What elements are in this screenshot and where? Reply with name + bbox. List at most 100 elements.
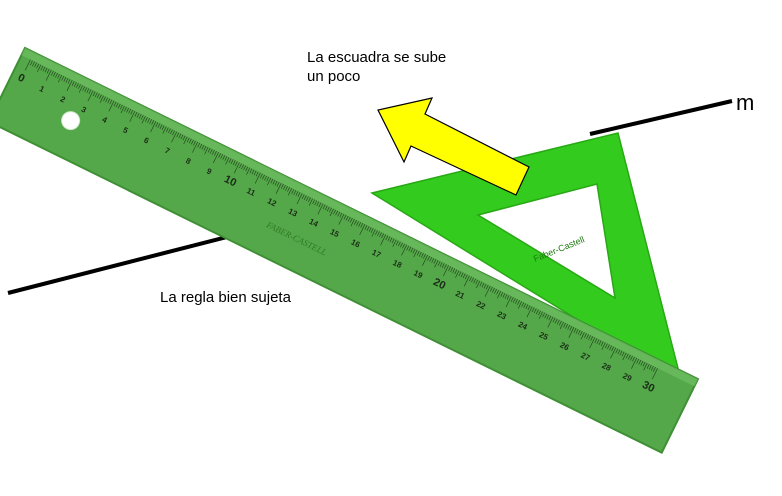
ruler-tick [653,367,656,372]
ruler-tick [527,305,531,311]
ruler-tick [621,351,625,357]
ruler-tick [67,79,71,84]
ruler-tick [636,358,640,364]
ruler-tick [138,113,142,119]
ruler-numbers: 0123456789101112131415161718192021222324… [16,72,657,395]
ruler-number: 12 [266,196,278,208]
ruler-tick [568,326,575,338]
ruler-tick [387,236,391,242]
ruler-tick [55,72,58,78]
ruler-tick [61,75,65,81]
ruler-tick [99,95,104,103]
ruler-tick [600,341,604,347]
ruler-tick [643,362,648,371]
ruler-number: 9 [205,166,213,176]
ruler-tick [283,184,286,190]
ruler-tick [92,91,96,97]
ruler-tick [481,282,485,288]
ruler-tick [638,359,642,365]
ruler-tick [34,62,37,68]
ruler-tick [188,138,192,144]
ruler-tick [272,179,276,185]
ruler-tick [632,356,635,362]
ruler-tick [178,133,182,139]
ruler-tick [168,128,171,134]
ruler-tick [86,88,90,94]
ruler-tick [406,245,410,251]
ruler-tick [120,105,125,114]
ruler-tick [267,177,272,186]
ruler-caption: La regla bien sujeta [160,289,291,306]
ruler-tick [349,217,353,223]
ruler-tick [176,132,180,138]
ruler-tick [473,278,477,284]
ruler-tick [220,154,224,159]
ruler-tick [134,111,138,117]
ruler-tick [401,244,408,256]
ruler-tick [418,251,422,257]
ruler-tick [78,85,83,93]
ruler-tick [44,67,48,73]
ruler-tick [322,204,326,210]
ruler-tick [589,337,596,349]
ruler-tick [517,300,520,305]
ruler-tick [243,165,247,171]
ruler-tick [159,124,163,130]
ruler-tick [471,277,474,283]
ruler-tick [567,324,571,330]
ruler-hole [61,111,81,131]
ruler-tick [484,285,491,297]
ruler-tick [314,200,318,206]
ruler-tick [207,147,211,153]
ruler-tick [87,90,94,102]
ruler-tick [469,276,472,282]
ruler-tick [563,322,566,328]
ruler-tick [607,344,610,350]
ruler-number: 5 [121,125,129,135]
ruler-tick [517,301,523,309]
arrow-annotation-line-2: un poco [307,68,361,85]
ruler-tick [350,218,355,227]
ruler-tick [230,159,234,164]
ruler-number: 28 [600,361,612,373]
ruler-tick [544,313,548,319]
ruler-tick [157,123,161,128]
ruler-tick [170,129,173,135]
ruler-tick [211,149,215,155]
ruler-tick [191,139,194,145]
ruler-tick [496,289,500,295]
ruler-number: 21 [454,289,466,301]
ruler-tick [333,209,336,215]
ruler-tick [295,191,299,196]
ruler-tick [579,331,583,336]
ruler-tick [145,117,148,122]
ruler-tick [594,338,598,343]
ruler-tick [287,187,290,192]
ruler-tick [617,349,621,355]
ruler-tick [535,309,539,315]
ruler-tick [50,70,54,76]
ruler-tick [546,314,550,320]
ruler-number: 17 [370,248,382,260]
ruler-tick [434,260,439,268]
ruler-tick [171,131,178,143]
set-square-brand: Faber-Castell [532,234,586,264]
ruler-tick [640,360,644,366]
ruler-tick [155,122,159,127]
ruler-tick [356,220,359,226]
ruler-tick [251,169,255,175]
ruler-tick [611,346,614,352]
ruler-tick [538,310,541,316]
ruler-tick [627,354,631,360]
ruler-tick [433,259,437,264]
ruler-tick [622,352,627,361]
ruler-number: 14 [308,217,320,229]
ruler-tick [129,110,136,122]
ruler-number: 25 [538,330,550,342]
ruler-tick [400,242,403,248]
ruler-tick [412,248,416,254]
ruler-tick [280,183,284,189]
ruler-tick [523,303,527,309]
ruler-tick [510,297,514,302]
ruler-tick [308,197,311,203]
